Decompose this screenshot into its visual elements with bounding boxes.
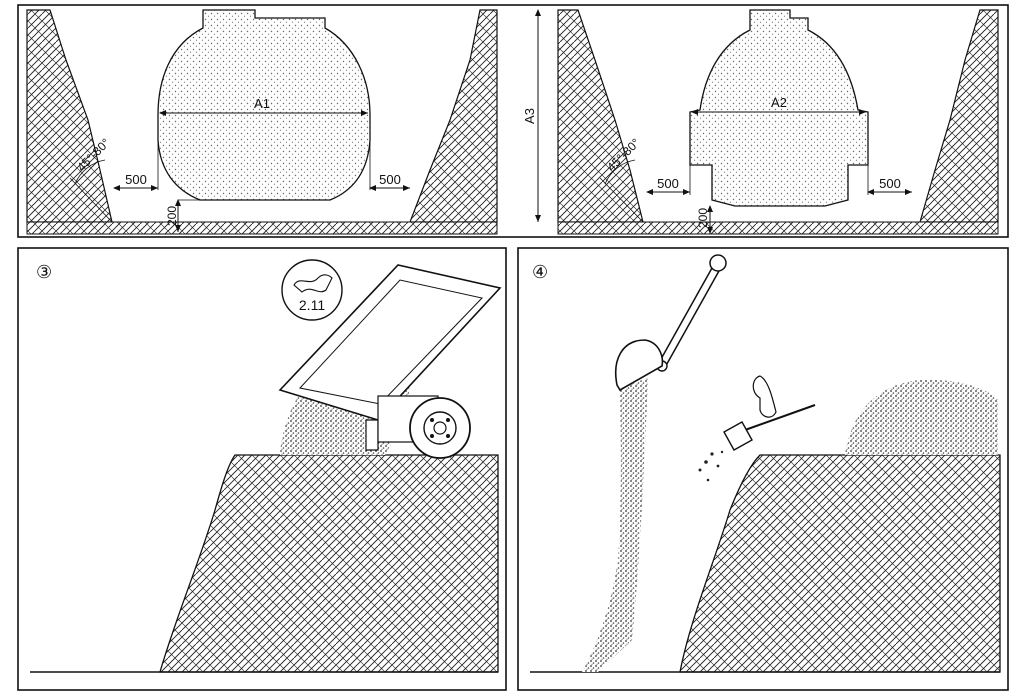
excavator-bucket (615, 339, 664, 392)
tipping-trailer (278, 264, 502, 459)
base-depth-label: 200 (165, 206, 179, 226)
shovel (723, 375, 816, 451)
width-label-a2: A2 (771, 95, 787, 110)
reference-number: 2.11 (299, 297, 325, 313)
ground-mound (679, 454, 1001, 673)
clearance-left-label: 500 (125, 172, 147, 187)
step-number: ④ (532, 262, 548, 282)
soil-floor (26, 221, 498, 235)
thrown-gravel (698, 450, 724, 482)
excavation-left: A1 500 500 200 45°-80° (26, 9, 498, 235)
depth-label-a3: A3 (522, 108, 537, 124)
base-depth-label: 200 (696, 208, 710, 228)
top-panel: A1 500 500 200 45°-80° A3 (17, 4, 1009, 238)
step-3-panel: ③ 2.11 (17, 247, 507, 691)
excavator-arm (615, 254, 727, 392)
gravel-stream (582, 378, 648, 672)
hand (752, 375, 777, 418)
ground-mound (159, 454, 499, 673)
clearance-right-label: 500 (379, 172, 401, 187)
clearance-left-label: 500 (657, 176, 679, 191)
tank-right (689, 9, 869, 207)
width-label-a1: A1 (254, 96, 270, 111)
clearance-right-label: 500 (879, 176, 901, 191)
gravel-icon (293, 274, 333, 293)
step-4-panel: ④ (517, 247, 1009, 691)
tank-left (157, 9, 371, 201)
step-number: ③ (36, 262, 52, 282)
reference-badge: 2.11 (281, 259, 343, 321)
excavation-right: A2 500 500 200 45°-80° (557, 9, 999, 235)
depth-dimension: A3 (522, 9, 541, 222)
soil-floor (557, 221, 999, 235)
gravel-heap (845, 379, 998, 455)
